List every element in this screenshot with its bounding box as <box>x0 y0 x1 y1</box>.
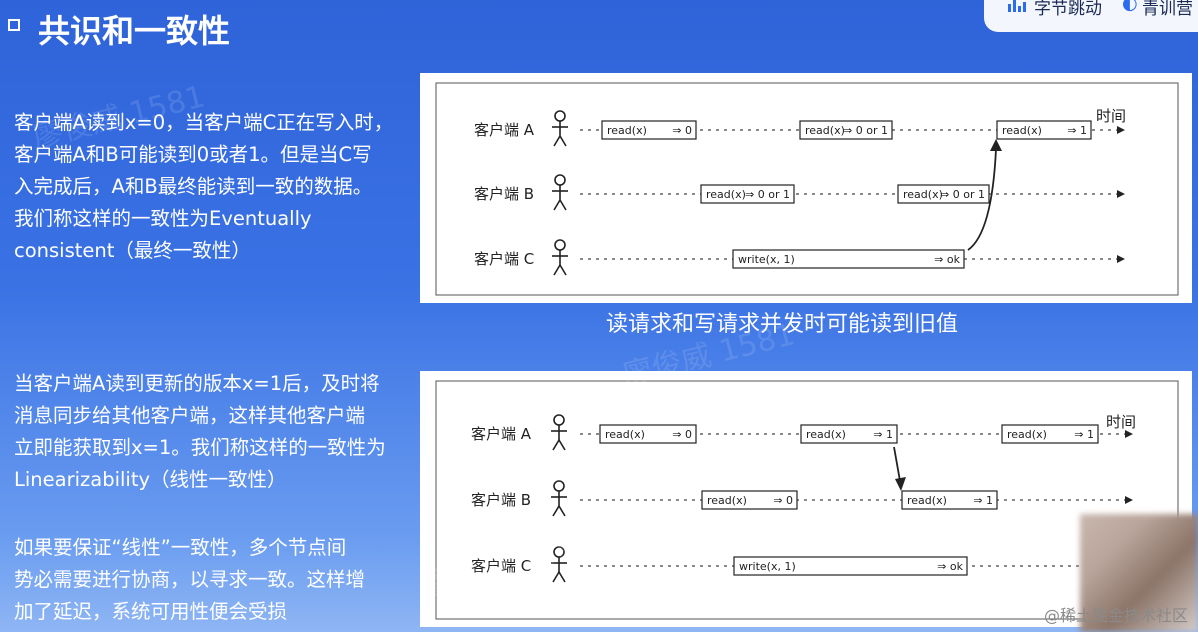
operation-box <box>799 120 893 140</box>
operation-result: ⇒ 0 or 1 <box>745 188 790 201</box>
time-label: 时间 <box>1106 413 1136 431</box>
bytedance-logo-icon <box>1008 0 1028 12</box>
operation-label: write(x, 1) <box>738 253 795 266</box>
text-line: Linearizability（线性一致性） <box>14 468 287 491</box>
operation-label: read(x) <box>1007 428 1047 441</box>
operation-result: ⇒ ok <box>934 253 960 266</box>
paragraph-linearizable: 当客户端A读到更新的版本x=1后，及时将 消息同步给其他客户端，这样其他客户端 … <box>14 368 419 496</box>
client-label: 客户端 C <box>474 250 534 268</box>
client-label: 客户端 A <box>474 121 535 139</box>
timeline-arrowhead <box>1117 126 1125 134</box>
bullet-square-icon <box>8 19 20 31</box>
operation-label: write(x, 1) <box>739 560 796 573</box>
causal-arrow <box>967 148 997 251</box>
person-icon <box>552 239 568 276</box>
operation-label: read(x) <box>607 124 647 137</box>
person-icon <box>551 414 567 451</box>
presenter-video-thumbnail <box>1080 514 1198 632</box>
text-line: 当客户端A读到更新的版本x=1后，及时将 <box>14 372 380 395</box>
diagram-linearizability: 时间客户端 A 客户端 B 客户端 C read(x) ⇒ 0 read(x) ⇒ 1 rea… <box>420 371 1192 627</box>
operation-box <box>901 490 998 510</box>
operation-label: read(x) <box>903 188 943 201</box>
footer-watermark: @稀土掘金技术社区 <box>1043 606 1188 625</box>
operation-result: ⇒ 1 <box>1067 124 1087 137</box>
operation-box <box>701 490 798 510</box>
operation-box <box>599 424 697 444</box>
operation-result: ⇒ 0 <box>672 428 692 441</box>
operation-label: read(x) <box>806 428 846 441</box>
operation-label: read(x) <box>706 188 746 201</box>
timeline-arrowhead <box>1125 496 1133 504</box>
operation-result: ⇒ 1 <box>973 494 993 507</box>
operation-box <box>1001 424 1099 444</box>
operation-box <box>601 120 697 140</box>
client-label: 客户端 B <box>474 185 534 203</box>
operation-label: read(x) <box>1002 124 1042 137</box>
text-line: 势必需要进行协商，以寻求一致。这样增 <box>14 568 366 591</box>
operation-label: read(x) <box>605 428 645 441</box>
causal-arrow <box>893 446 901 482</box>
person-icon <box>551 480 567 517</box>
page-title: 共识和一致性 <box>38 12 231 50</box>
operation-label: read(x) <box>707 494 747 507</box>
operation-box <box>897 184 990 204</box>
timeline-arrowhead <box>1117 190 1125 198</box>
client-label: 客户端 B <box>471 491 531 509</box>
operation-result: ⇒ 0 or 1 <box>940 188 985 201</box>
operation-label: read(x) <box>907 494 947 507</box>
text-line: consistent（最终一致性） <box>14 239 251 262</box>
text-line: 加了延迟，系统可用性便会受损 <box>14 600 288 623</box>
person-icon <box>551 546 567 583</box>
operation-box <box>996 120 1092 140</box>
camp-logo-icon: ◐ <box>1122 0 1138 14</box>
operation-result: ⇒ 0 <box>773 494 793 507</box>
text-line: 客户端A和B可能读到0或者1。但是当C写 <box>14 143 372 166</box>
client-label: 客户端 C <box>471 557 531 575</box>
operation-result: ⇒ 1 <box>873 428 893 441</box>
person-icon <box>552 110 568 147</box>
paragraph-eventual: 客户端A读到x=0，当客户端C正在写入时， 客户端A和B可能读到0或者1。但是当… <box>14 107 419 267</box>
diagram-frame <box>435 82 1179 296</box>
operation-box <box>800 424 898 444</box>
text-line: 消息同步给其他客户端，这样其他客户端 <box>14 404 366 427</box>
text-line: 我们称这样的一致性为Eventually <box>14 207 312 230</box>
causal-arrowhead <box>990 139 1002 151</box>
operation-box <box>732 249 965 269</box>
paragraph-consensus: 如果要保证“线性”一致性，多个节点间 势必需要进行协商，以寻求一致。这样增 加了… <box>14 532 419 628</box>
text-line: 入完成后，A和B最终能读到一致的数据。 <box>14 175 373 198</box>
diagram-caption: 读请求和写请求并发时可能读到旧值 <box>606 312 959 337</box>
text-line: 立即能获取到x=1。我们称这样的一致性为 <box>14 436 386 459</box>
operation-result: ⇒ ok <box>937 560 963 573</box>
timeline-arrowhead <box>1117 255 1125 263</box>
operation-result: ⇒ 1 <box>1074 428 1094 441</box>
causal-arrowhead <box>895 477 906 491</box>
operation-box <box>700 184 795 204</box>
client-label: 客户端 A <box>471 425 532 443</box>
text-line: 如果要保证“线性”一致性，多个节点间 <box>14 536 347 559</box>
text-line: 客户端A读到x=0，当客户端C正在写入时， <box>14 111 394 134</box>
diagram-frame <box>435 380 1179 620</box>
operation-label: read(x) <box>805 124 845 137</box>
person-icon <box>552 174 568 211</box>
operation-box <box>733 556 968 576</box>
brand-name-2: 青训营 <box>1142 0 1193 19</box>
timeline-arrowhead <box>1125 430 1133 438</box>
brand-bar <box>984 0 1198 32</box>
brand-name: 字节跳动 <box>1034 0 1102 19</box>
operation-result: ⇒ 0 or 1 <box>843 124 888 137</box>
operation-result: ⇒ 0 <box>672 124 692 137</box>
time-label: 时间 <box>1096 107 1126 125</box>
